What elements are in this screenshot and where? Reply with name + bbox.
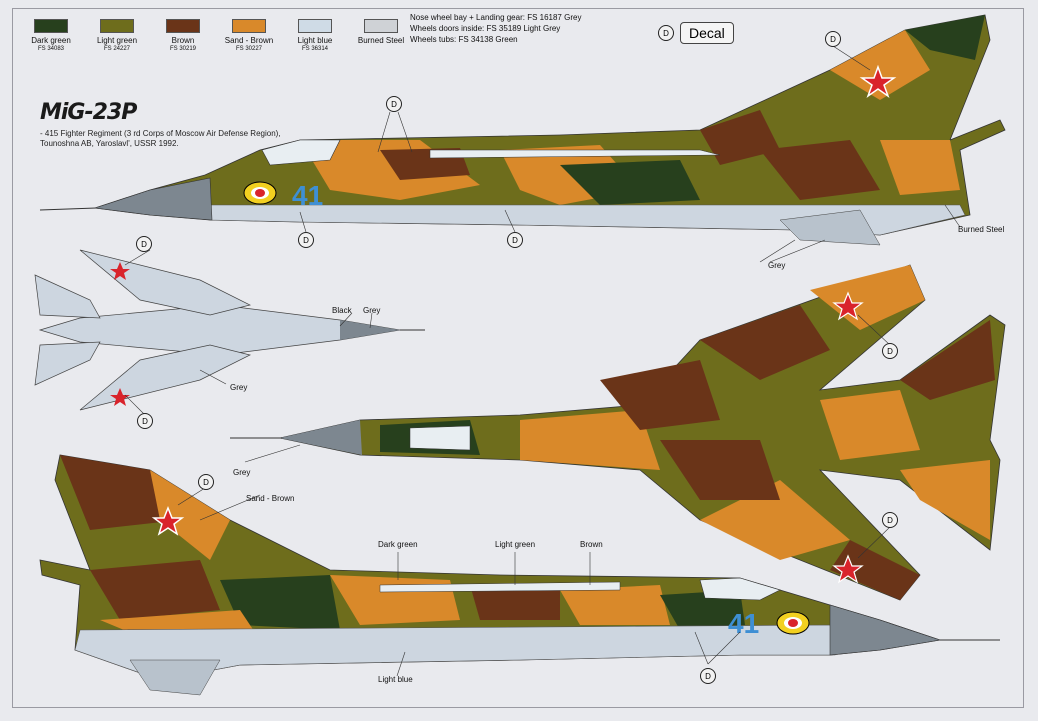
red-star-icon bbox=[832, 554, 864, 584]
legend-label: Light blue bbox=[297, 36, 333, 45]
top-view bbox=[230, 264, 1006, 601]
decal-marker-icon: D bbox=[298, 232, 314, 248]
decal-marker-icon: D bbox=[882, 512, 898, 528]
red-star-icon bbox=[110, 388, 130, 406]
aircraft-title: MiG-23P bbox=[40, 100, 137, 125]
color-swatch bbox=[232, 19, 266, 33]
legend-label: Brown bbox=[171, 36, 195, 45]
decal-marker-icon: D bbox=[507, 232, 523, 248]
info-line: Nose wheel bay + Landing gear: FS 16187 … bbox=[410, 13, 582, 22]
unit-description: - 415 Fighter Regiment (3 rd Corps of Mo… bbox=[40, 129, 281, 149]
callout-sand-brown: Sand - Brown bbox=[246, 494, 295, 503]
sheet-frame bbox=[12, 8, 1024, 708]
decal-marker-icon: D bbox=[882, 343, 898, 359]
legend-fs-code: FS 24227 bbox=[103, 46, 131, 52]
callout-light-green: Light green bbox=[495, 540, 536, 549]
callout-black: Black bbox=[332, 306, 352, 315]
callout-grey: Grey bbox=[230, 383, 248, 392]
color-swatch bbox=[364, 19, 398, 33]
legend-fs-code: FS 36314 bbox=[301, 46, 329, 52]
callout-dark-green: Dark green bbox=[378, 540, 418, 549]
legend-label: Sand - Brown bbox=[224, 36, 274, 45]
right-profile-view: 41 bbox=[39, 454, 1000, 696]
decal-marker-icon: D bbox=[136, 236, 152, 252]
callout-grey: Grey bbox=[233, 468, 251, 477]
callout-grey: Grey bbox=[768, 261, 786, 270]
legend-label: Burned Steel bbox=[357, 36, 405, 45]
color-swatch bbox=[298, 19, 332, 33]
legend-item-burned-steel: Burned Steel bbox=[349, 19, 413, 53]
red-star-icon bbox=[832, 291, 864, 321]
color-swatch bbox=[34, 19, 68, 33]
decal-label: Decal bbox=[680, 22, 734, 44]
legend-fs-code: FS 30227 bbox=[235, 46, 263, 52]
side-number: 41 bbox=[292, 180, 323, 211]
underside-view bbox=[34, 249, 425, 411]
red-star-icon bbox=[110, 262, 130, 280]
decal-marker-icon: D bbox=[386, 96, 402, 112]
red-star-icon bbox=[151, 505, 185, 536]
legend-fs-code: FS 34083 bbox=[37, 46, 65, 52]
callout-leaders bbox=[124, 45, 961, 677]
info-line: Wheels tubs: FS 34138 Green bbox=[410, 35, 518, 44]
legend-label: Light green bbox=[96, 36, 138, 45]
callout-grey: Grey bbox=[363, 306, 381, 315]
callout-light-blue: Light blue bbox=[378, 675, 413, 684]
legend-fs-code: FS 30219 bbox=[169, 46, 197, 52]
side-number: 41 bbox=[728, 608, 759, 639]
gear-color-notes: Nose wheel bay + Landing gear: FS 16187 … bbox=[410, 12, 581, 45]
decal-marker-icon: D bbox=[658, 25, 674, 41]
decal-marker-icon: D bbox=[700, 668, 716, 684]
color-swatch bbox=[166, 19, 200, 33]
color-swatch bbox=[100, 19, 134, 33]
info-line: Wheels doors inside: FS 35189 Light Grey bbox=[410, 24, 561, 33]
callout-brown: Brown bbox=[580, 540, 603, 549]
decal-key: D Decal bbox=[658, 22, 734, 44]
decal-marker-icon: D bbox=[137, 413, 153, 429]
description-line: Tounoshna AB, Yaroslavl', USSR 1992. bbox=[40, 139, 179, 148]
left-profile-view: 41 bbox=[39, 14, 1006, 246]
description-line: - 415 Fighter Regiment (3 rd Corps of Mo… bbox=[40, 129, 281, 138]
decal-marker-icon: D bbox=[825, 31, 841, 47]
legend-label: Dark green bbox=[31, 36, 71, 45]
red-star-icon bbox=[859, 64, 897, 98]
decal-marker-icon: D bbox=[198, 474, 214, 490]
callout-burned-steel: Burned Steel bbox=[958, 225, 1005, 234]
